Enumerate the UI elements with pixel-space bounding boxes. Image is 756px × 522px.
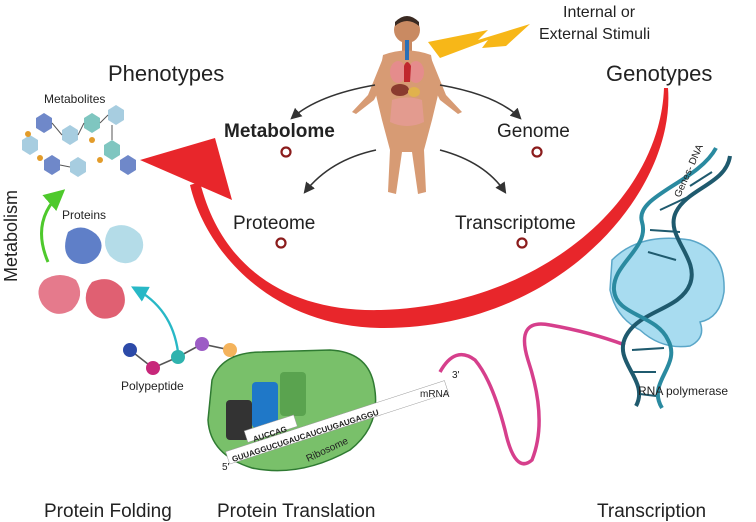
genome-label: Genome: [497, 121, 570, 142]
arrow-to-genome: [439, 84, 522, 120]
arrow-to-transcriptome: [439, 149, 507, 194]
three-prime-label: 3': [452, 370, 460, 381]
mrna-codon-strip: [225, 380, 449, 465]
metabolites-molecules-icon: [22, 105, 136, 177]
genotype-to-phenotype-arrow: [140, 88, 669, 329]
genotypes-label: Genotypes: [606, 61, 712, 86]
human-body-icon: [352, 16, 462, 194]
rna-polymerase-label: RNA polymerase: [638, 384, 728, 398]
transcriptome-label: Transcriptome: [455, 213, 576, 234]
protein-folding-label: Protein Folding: [44, 501, 172, 522]
protein-folding-arrow: [131, 286, 180, 353]
metabolites-label: Metabolites: [44, 92, 105, 106]
polypeptide-label: Polypeptide: [121, 379, 184, 393]
metabolism-arrow: [40, 189, 66, 263]
dna-helix-icon: [611, 146, 732, 410]
phenotypes-label: Phenotypes: [108, 61, 224, 86]
metabolome-label: Metabolome: [224, 121, 335, 142]
proteins-folded-icon: [38, 225, 144, 319]
metabolism-label: Metabolism: [1, 190, 21, 282]
proteome-marker: [275, 237, 287, 249]
mrna-label: mRNA: [420, 389, 450, 400]
metabolome-marker: [280, 146, 292, 158]
proteins-label: Proteins: [62, 208, 106, 222]
arrow-to-proteome: [303, 149, 377, 194]
genome-marker: [531, 146, 543, 158]
stimuli-label-line1: Internal or: [563, 4, 636, 21]
rna-polymerase-icon: [609, 237, 725, 348]
proteome-label: Proteome: [233, 213, 315, 234]
five-prime-label: 5': [222, 462, 230, 473]
mrna-strand: [438, 322, 626, 466]
stimuli-label-line2: External Stimuli: [539, 26, 650, 43]
transcription-label: Transcription: [597, 501, 706, 522]
lightning-bolt-icon: [428, 24, 530, 58]
arrow-to-metabolome: [290, 84, 376, 120]
protein-translation-label: Protein Translation: [217, 501, 375, 522]
transcriptome-marker: [516, 237, 528, 249]
